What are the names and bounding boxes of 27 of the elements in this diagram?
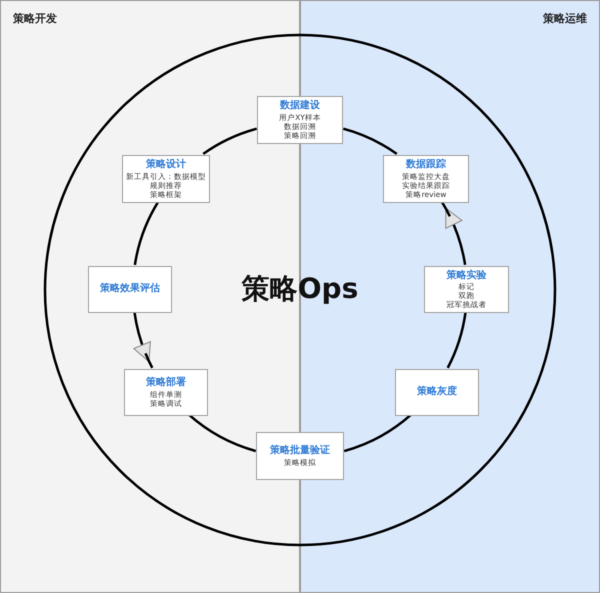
- process-box: [424, 266, 509, 313]
- connector: [202, 128, 258, 155]
- connector: [342, 128, 398, 155]
- box-title: 策略效果评估: [100, 283, 160, 296]
- box-title: 策略批量验证: [270, 445, 330, 458]
- process-box: [122, 155, 210, 203]
- arrow: [133, 312, 154, 368]
- box-title: 数据跟踪: [406, 159, 446, 172]
- box-title: 策略部署: [146, 377, 186, 390]
- box-title: 策略灰度: [417, 386, 457, 399]
- panel-heading: 策略开发: [13, 11, 57, 26]
- center-label: 策略Ops: [240, 271, 360, 307]
- connector: [188, 414, 256, 452]
- process-box: [124, 369, 208, 416]
- process-box: [257, 96, 343, 144]
- panel-heading: 策略运维: [543, 11, 587, 26]
- process-box: [88, 266, 172, 313]
- process-box: [395, 369, 479, 416]
- process-box: [383, 155, 469, 203]
- arrow: [441, 202, 466, 266]
- box-title: 数据建设: [280, 100, 320, 113]
- connector: [134, 201, 160, 266]
- process-box: [256, 432, 344, 480]
- box-title: 策略设计: [146, 159, 186, 172]
- box-title: 策略实验: [446, 270, 486, 282]
- connector: [344, 414, 412, 452]
- connector: [446, 312, 467, 368]
